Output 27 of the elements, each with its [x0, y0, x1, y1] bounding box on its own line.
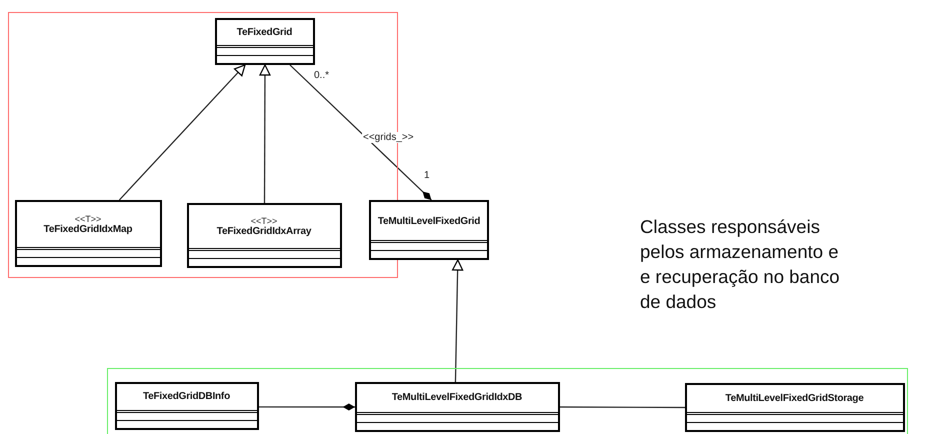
generalization-arrow [259, 64, 271, 203]
class-box [369, 200, 489, 260]
package-frame [107, 368, 908, 434]
class-box [684, 382, 904, 432]
association-line [560, 406, 685, 408]
note-text: Classes responsáveis pelos armazenamento e e recuperação no banco de dados [640, 215, 841, 314]
class-name: TeMultiLevelFixedGridIdxDB [392, 392, 522, 403]
generalization-arrow [118, 64, 246, 200]
class-name: TeFixedGridIdxArray [216, 226, 312, 236]
class-name: TeFixedGridDBInfo [143, 391, 230, 402]
class-name: TeFixedGrid [236, 26, 292, 38]
class-box [186, 202, 342, 268]
stereotype: <<T>> [250, 216, 278, 226]
class-box [354, 382, 560, 432]
class-box [14, 200, 162, 266]
composition-line [290, 64, 432, 200]
composition-line [259, 404, 355, 410]
edge-label: <<grids_>> [362, 132, 415, 143]
class-box [214, 18, 314, 64]
class-name: TeMultiLevelFixedGridStorage [725, 392, 864, 404]
multiplicity: 1 [424, 170, 430, 181]
class-name: TeMultiLevelFixedGrid [378, 216, 480, 226]
generalization-arrow [452, 259, 464, 382]
class-name: TeFixedGridIdxMap [44, 224, 132, 234]
class-box [114, 382, 258, 430]
stereotype: <<T>> [74, 214, 102, 224]
multiplicity: 0..* [314, 70, 330, 81]
